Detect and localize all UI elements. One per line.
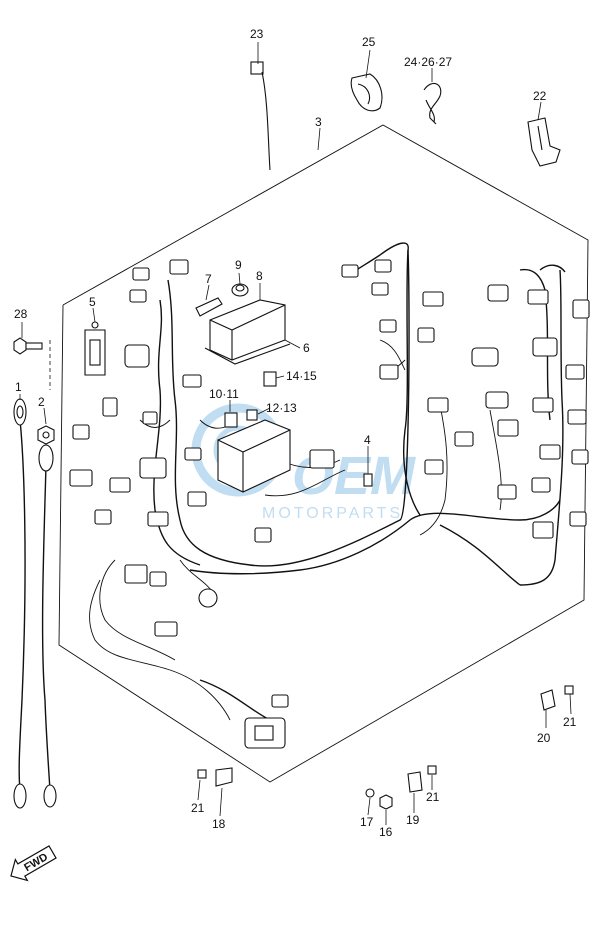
- callout-21a: 21: [563, 715, 577, 729]
- callout-7: 7: [205, 272, 212, 286]
- callout-17: 17: [360, 815, 374, 829]
- part-5: [84, 321, 106, 376]
- harness-connectors: [69, 259, 590, 749]
- fwd-label: FWD: [22, 851, 50, 874]
- callout-23: 23: [250, 27, 264, 41]
- fuse-box-6: [204, 299, 291, 365]
- callout-20: 20: [537, 731, 551, 745]
- callout-24-26-27: 24·26·27: [404, 55, 452, 69]
- callout-19: 19: [406, 813, 420, 827]
- callout-1: 1: [15, 380, 22, 394]
- fwd-arrow-icon: FWD: [10, 845, 57, 882]
- watermark: OEM MOTORPARTS: [191, 403, 416, 522]
- clip-24-26-27: [423, 82, 442, 125]
- part-7: [195, 297, 223, 317]
- callout-4: 4: [364, 433, 371, 447]
- callout-3: 3: [315, 115, 322, 129]
- hardware-small: [197, 685, 574, 810]
- part-9: [231, 283, 249, 297]
- callout-21c: 21: [426, 790, 440, 804]
- watermark-sub: MOTORPARTS: [262, 505, 403, 522]
- bolt-28: [13, 337, 51, 390]
- callout-22: 22: [533, 89, 547, 103]
- cable-tie-23: [250, 61, 271, 171]
- callout-21b: 21: [191, 801, 205, 815]
- callout-25: 25: [362, 35, 376, 49]
- callout-2: 2: [38, 395, 45, 409]
- leader-lines: [19, 42, 572, 825]
- callout-18: 18: [212, 817, 226, 831]
- callout-10-11: 10·11: [209, 387, 239, 401]
- battery-cable-1: [13, 398, 57, 809]
- callout-6: 6: [303, 341, 310, 355]
- callout-14-15: 14·15: [286, 369, 317, 383]
- callout-12-13: 12·13: [266, 401, 297, 415]
- callout-5: 5: [89, 295, 96, 309]
- clip-22: [527, 117, 561, 167]
- callout-28: 28: [14, 307, 28, 321]
- relay-box: [217, 371, 291, 493]
- clamp-25: [350, 73, 383, 112]
- callout-8: 8: [256, 269, 263, 283]
- callout-16: 16: [379, 825, 393, 839]
- callout-9: 9: [235, 258, 242, 272]
- assembly-frame: [58, 124, 589, 783]
- nut-2: [37, 425, 55, 445]
- callouts: 23 25 24·26·27 22 3 7 9 8 5 28 6 14·15 1…: [14, 27, 577, 839]
